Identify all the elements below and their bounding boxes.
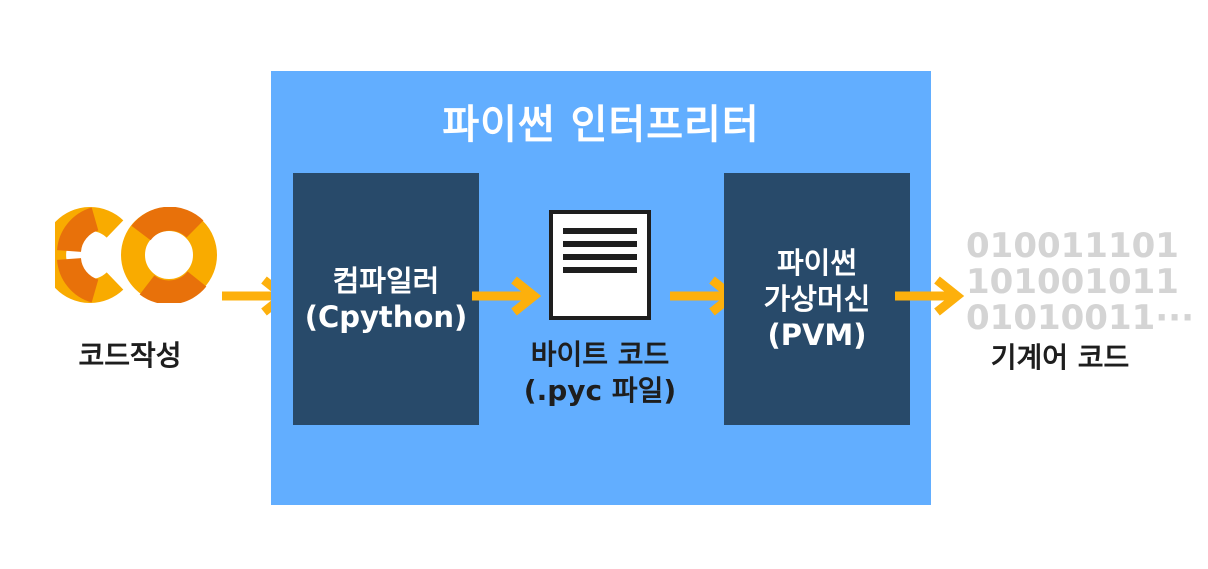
bytecode-label: 바이트 코드 (.pyc 파일) [490,337,710,409]
document-icon [549,210,651,320]
code-writing-label: 코드작성 [78,339,182,372]
binary-line: 01010011··· [966,298,1195,338]
binary-code: 010011101 101001011 01010011··· [966,226,1195,338]
binary-line: 010011101 [966,226,1179,266]
pvm-label-2: 가상머신 [763,282,871,316]
compiler-label: 컴파일러 [332,264,440,298]
arrow-right-icon [895,276,967,316]
bytecode-subtitle: (.pyc 파일) [523,374,677,407]
compiler-box: 컴파일러 (Cpython) [293,173,479,425]
compiler-sublabel: (Cpython) [304,300,468,334]
binary-line: 101001011 [966,262,1179,302]
interpreter-title: 파이썬 인터프리터 [442,102,760,148]
arrow-right-icon [472,276,544,316]
pvm-label-3: (PVM) [767,318,867,352]
machine-code-label: 기계어 코드 [990,341,1130,374]
pvm-box: 파이썬 가상머신 (PVM) [724,173,910,425]
bytecode-title: 바이트 코드 [530,338,670,371]
colab-logo-icon [55,207,217,303]
pvm-label-1: 파이썬 [776,246,858,280]
